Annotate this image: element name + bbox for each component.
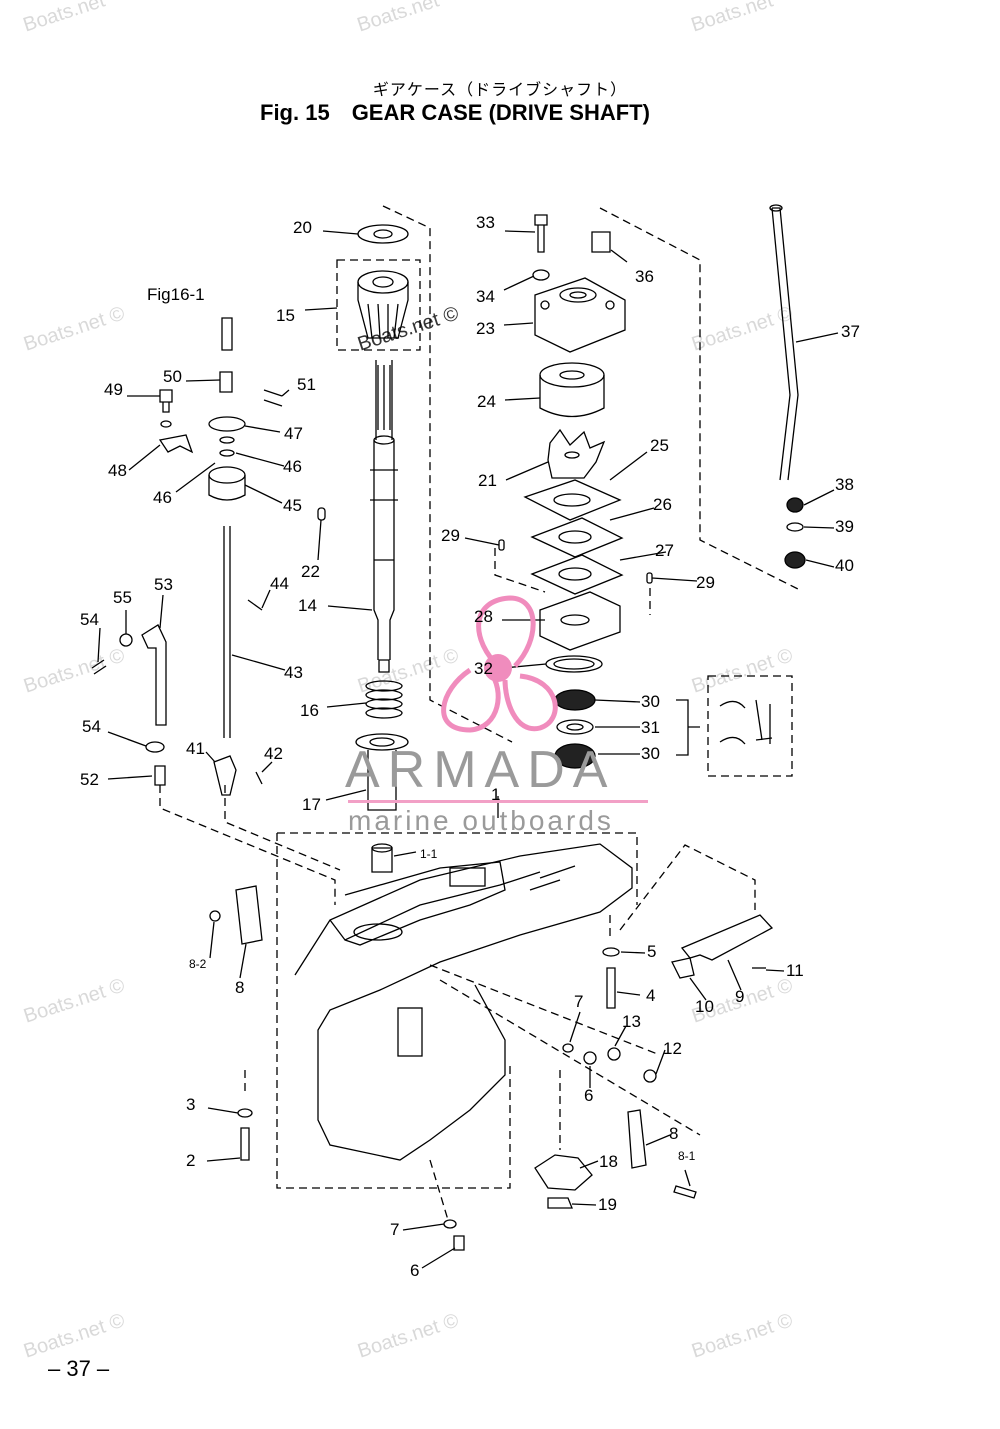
callout-27: 27 [655, 541, 674, 560]
callout-19: 19 [598, 1195, 617, 1214]
callout-48: 48 [108, 461, 127, 480]
callout-25: 25 [650, 436, 669, 455]
callout-36: 36 [635, 267, 654, 286]
callout-8-2: 8-2 [189, 957, 207, 971]
callout-28: 28 [474, 607, 493, 626]
callout-37: 37 [841, 322, 860, 341]
callout-8: 8 [669, 1124, 679, 1143]
callout-29: 29 [696, 573, 715, 592]
callout-8: 8 [235, 978, 245, 997]
callout-33: 33 [476, 213, 495, 232]
callout-46: 46 [283, 457, 302, 476]
callout-30: 30 [641, 744, 660, 763]
callout-26: 26 [653, 495, 672, 514]
callout-47: 47 [284, 424, 303, 443]
title-japanese: ギアケース（ドライブシャフト） [372, 82, 628, 99]
callout-1: 1 [491, 785, 501, 804]
callout-22: 22 [301, 562, 320, 581]
callout-17: 17 [302, 795, 321, 814]
callout-42: 42 [264, 744, 283, 763]
callout-39: 39 [835, 517, 854, 536]
brand-name: ARMADA [345, 741, 616, 799]
callout-50: 50 [163, 367, 182, 386]
callout-51: 51 [297, 375, 316, 394]
callout-49: 49 [104, 380, 123, 399]
callout-20: 20 [293, 218, 312, 237]
callout-52: 52 [80, 770, 99, 789]
brand-logo [441, 595, 558, 733]
callout-9: 9 [735, 987, 745, 1006]
callout-4: 4 [646, 986, 656, 1005]
callout-40: 40 [835, 556, 854, 575]
callout-8-1: 8-1 [678, 1149, 696, 1163]
callout-43: 43 [284, 663, 303, 682]
callout-11: 11 [786, 961, 804, 980]
callout-5: 5 [647, 942, 657, 961]
callout-16: 16 [300, 701, 319, 720]
callout-7: 7 [390, 1220, 400, 1239]
callout-38: 38 [835, 475, 854, 494]
callout-1-1: 1-1 [420, 847, 438, 861]
callout-54: 54 [82, 717, 101, 736]
callout-3: 3 [186, 1095, 196, 1114]
figure-title: GEAR CASE (DRIVE SHAFT) [351, 100, 650, 125]
page-number: – 37 – [48, 1356, 110, 1381]
callout-30: 30 [641, 692, 660, 711]
callout-32: 32 [474, 659, 493, 678]
callout-55: 55 [113, 588, 132, 607]
figure-number: Fig. 15 [260, 100, 330, 125]
callout-24: 24 [477, 392, 496, 411]
callout-23: 23 [476, 319, 495, 338]
callout-41: 41 [186, 739, 205, 758]
callout-44: 44 [270, 574, 289, 593]
callout-21: 21 [478, 471, 497, 490]
callout-13: 13 [622, 1012, 641, 1031]
callout-18: 18 [599, 1152, 618, 1171]
callout-12: 12 [663, 1039, 682, 1058]
callout-14: 14 [298, 596, 317, 615]
callout-15: 15 [276, 306, 295, 325]
callout-53: 53 [154, 575, 173, 594]
callout-10: 10 [695, 997, 714, 1016]
reference-label: Fig16-1 [147, 285, 205, 304]
callout-7: 7 [574, 992, 584, 1011]
callout-29: 29 [441, 526, 460, 545]
callout-6: 6 [584, 1086, 594, 1105]
brand-divider [348, 800, 648, 803]
callout-45: 45 [283, 496, 302, 515]
callout-2: 2 [186, 1151, 196, 1170]
brand-tagline: marine outboards [348, 805, 614, 836]
callout-6: 6 [410, 1261, 420, 1280]
callout-34: 34 [476, 287, 495, 306]
callout-54: 54 [80, 610, 99, 629]
page-title: Fig. 15 GEAR CASE (DRIVE SHAFT) [260, 100, 650, 126]
callout-31: 31 [641, 718, 660, 737]
callout-46: 46 [153, 488, 172, 507]
